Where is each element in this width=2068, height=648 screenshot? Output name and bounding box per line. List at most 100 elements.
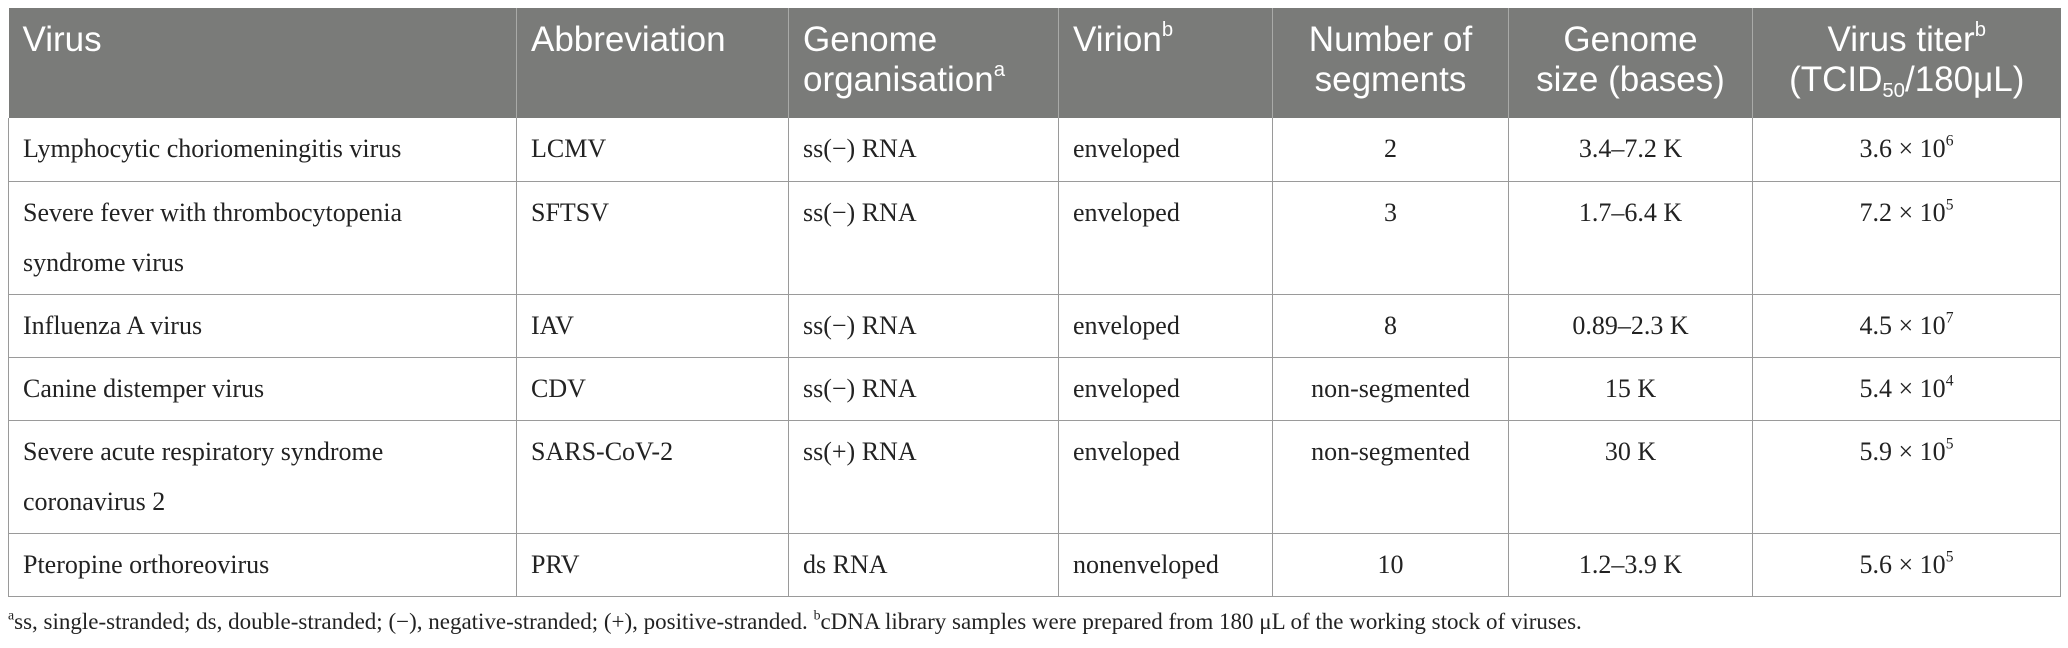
cell-virus: Severe fever with thrombocytopenia syndro… — [8, 181, 517, 295]
cell-segments: 10 — [1272, 533, 1509, 597]
cell-genome-organisation: ss(−) RNA — [788, 118, 1059, 182]
cell-abbreviation: PRV — [516, 533, 789, 597]
titer-exponent: 7 — [1945, 308, 1954, 326]
header-abbreviation: Abbreviation — [516, 8, 789, 118]
table-row: Lymphocytic choriomeningitis virus LCMV … — [8, 118, 2061, 182]
header-genome-organisation-line1: Genome — [803, 20, 938, 59]
cell-virus: Pteropine orthoreovirus — [8, 533, 517, 597]
cell-titer: 7.2 × 105 — [1752, 181, 2061, 295]
titer-mantissa: 4.5 × 10 — [1859, 310, 1946, 340]
cell-abbreviation: LCMV — [516, 118, 789, 182]
titer-mantissa: 3.6 × 10 — [1859, 134, 1946, 163]
header-titer-unit-pre: (TCID — [1789, 60, 1883, 99]
footnote-marker-b: b — [1161, 18, 1174, 41]
cell-virus: Lymphocytic choriomeningitis virus — [8, 118, 517, 182]
cell-segments: 3 — [1272, 181, 1509, 295]
header-virion-text: Virion — [1073, 20, 1162, 59]
table-row: Severe fever with thrombocytopenia syndro… — [8, 181, 2061, 295]
header-genome-size: Genome size (bases) — [1508, 8, 1753, 118]
virus-name-line2: syndrome virus — [23, 247, 185, 277]
virus-name: Lymphocytic choriomeningitis virus — [23, 134, 402, 163]
cell-genome-size: 15 K — [1508, 357, 1753, 421]
virus-name-line1: Severe fever with thrombocytopenia — [23, 197, 403, 227]
cell-titer: 3.6 × 106 — [1752, 118, 2061, 182]
cell-virion: nonenveloped — [1058, 533, 1273, 597]
cell-genome-size: 1.2–3.9 K — [1508, 533, 1753, 597]
table-row: Pteropine orthoreovirus PRV ds RNA nonen… — [8, 533, 2061, 597]
cell-titer: 5.4 × 104 — [1752, 357, 2061, 421]
titer-mantissa: 5.6 × 10 — [1859, 549, 1946, 579]
cell-virion: enveloped — [1058, 357, 1273, 421]
footnote-b-text: cDNA library samples were prepared from … — [820, 608, 1582, 634]
table-row: Severe acute respiratory syndrome coronav… — [8, 420, 2061, 534]
cell-abbreviation: SFTSV — [516, 181, 789, 295]
cell-genome-size: 3.4–7.2 K — [1508, 118, 1753, 182]
titer-mantissa: 5.4 × 10 — [1859, 373, 1946, 403]
cell-genome-organisation: ds RNA — [788, 533, 1059, 597]
cell-genome-size: 1.7–6.4 K — [1508, 181, 1753, 295]
cell-genome-organisation: ss(+) RNA — [788, 420, 1059, 534]
header-titer-unit-sub: 50 — [1882, 80, 1905, 103]
cell-virion: enveloped — [1058, 118, 1273, 182]
footnote-b-marker: b — [813, 606, 821, 622]
table-footnote: ass, single-stranded; ds, double-strande… — [8, 606, 2060, 635]
titer-mantissa: 7.2 × 10 — [1859, 197, 1946, 227]
titer-exponent: 4 — [1945, 371, 1954, 389]
cell-genome-organisation: ss(−) RNA — [788, 294, 1059, 358]
header-genome-size-line1: Genome — [1563, 20, 1698, 59]
footnote-a-text: ss, single-stranded; ds, double-stranded… — [14, 608, 808, 634]
footnote-marker-a: a — [993, 58, 1005, 81]
cell-segments: non-segmented — [1272, 357, 1509, 421]
cell-virion: enveloped — [1058, 420, 1273, 534]
table-row: Influenza A virus IAV ss(−) RNA envelope… — [8, 294, 2061, 358]
header-number-of-segments: Number of segments — [1272, 8, 1509, 118]
virus-name: Canine distemper virus — [23, 373, 265, 403]
header-segments-line1: Number of — [1308, 20, 1473, 59]
cell-abbreviation: CDV — [516, 357, 789, 421]
table-header: Virus Abbreviation Genome organisationa … — [8, 8, 2061, 118]
cell-segments: 8 — [1272, 294, 1509, 358]
titer-mantissa: 5.9 × 10 — [1859, 436, 1946, 466]
header-genome-size-line2: size (bases) — [1536, 60, 1725, 99]
cell-virus: Influenza A virus — [8, 294, 517, 358]
footnote-marker-b: b — [1974, 18, 1986, 41]
cell-virus: Severe acute respiratory syndrome coronav… — [8, 420, 517, 534]
cell-genome-organisation: ss(−) RNA — [788, 357, 1059, 421]
titer-exponent: 5 — [1945, 434, 1954, 452]
virus-name: Pteropine orthoreovirus — [23, 549, 270, 579]
header-virus: Virus — [9, 8, 517, 118]
cell-abbreviation: IAV — [516, 294, 789, 358]
virus-name-line2: coronavirus 2 — [23, 486, 166, 516]
titer-exponent: 5 — [1945, 195, 1954, 213]
virus-name-line1: Severe acute respiratory syndrome — [23, 436, 384, 466]
header-titer-unit-post: /180μL) — [1904, 60, 2025, 99]
cell-titer: 5.9 × 105 — [1752, 420, 2061, 534]
cell-virus: Canine distemper virus — [8, 357, 517, 421]
titer-exponent: 5 — [1945, 547, 1954, 565]
header-virion: Virionb — [1058, 8, 1273, 118]
header-virus-titer: Virus titerb (TCID50/180μL) — [1752, 8, 2061, 118]
cell-genome-size: 30 K — [1508, 420, 1753, 534]
cell-titer: 4.5 × 107 — [1752, 294, 2061, 358]
header-genome-organisation: Genome organisationa — [788, 8, 1059, 118]
header-abbreviation-text: Abbreviation — [531, 20, 726, 59]
document: Virus Abbreviation Genome organisationa … — [8, 8, 2061, 635]
cell-virion: enveloped — [1058, 294, 1273, 358]
header-segments-line2: segments — [1314, 60, 1467, 99]
cell-abbreviation: SARS-CoV-2 — [516, 420, 789, 534]
header-row: Virus Abbreviation Genome organisationa … — [8, 8, 2061, 118]
header-virus-text: Virus — [22, 20, 102, 59]
table-body: Lymphocytic choriomeningitis virus LCMV … — [8, 118, 2061, 597]
virus-table: Virus Abbreviation Genome organisationa … — [8, 8, 2061, 597]
cell-genome-organisation: ss(−) RNA — [788, 181, 1059, 295]
footnote-a-marker: a — [8, 606, 15, 622]
cell-genome-size: 0.89–2.3 K — [1508, 294, 1753, 358]
cell-titer: 5.6 × 105 — [1752, 533, 2061, 597]
table-row: Canine distemper virus CDV ss(−) RNA env… — [8, 357, 2061, 421]
titer-exponent: 6 — [1945, 132, 1954, 150]
cell-segments: non-segmented — [1272, 420, 1509, 534]
virus-name: Influenza A virus — [23, 310, 203, 340]
header-titer-line1: Virus titer — [1827, 20, 1975, 59]
cell-segments: 2 — [1272, 118, 1509, 182]
header-genome-organisation-line2: organisation — [803, 60, 994, 99]
